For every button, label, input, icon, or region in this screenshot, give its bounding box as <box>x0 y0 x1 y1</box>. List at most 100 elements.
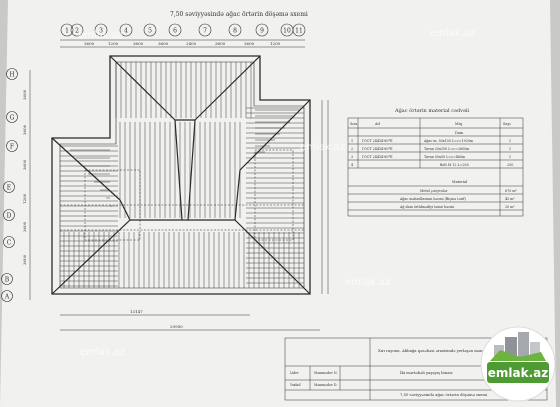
axis-label: 3 <box>99 28 103 35</box>
axis-label: B <box>5 277 10 284</box>
axis-marker-top: 5 <box>143 23 157 37</box>
axis-marker-top: 1 <box>60 23 74 37</box>
top-axis-markers: 1 2 3 4 5 6 7 8 9 10 11 <box>60 23 306 37</box>
top-dimension-lines <box>60 39 305 48</box>
axis-marker-left: A <box>1 290 13 302</box>
emlak-logo: emlak.az <box>480 326 556 402</box>
table-cell: Ağac m. 50x150 L=c=1920m <box>423 139 474 143</box>
axis-label: C <box>7 240 12 247</box>
building-icon <box>490 332 546 361</box>
axis-marker-left: D <box>3 209 15 221</box>
axis-marker-top: 7 <box>198 23 212 37</box>
table-cell: 2 <box>351 147 353 151</box>
table-header: Miq <box>455 122 463 126</box>
axis-label: 7 <box>203 28 207 35</box>
axis-label: D <box>7 213 12 220</box>
axis-marker-left: E <box>3 181 15 193</box>
table-cell: Bolt M 12 L=250 <box>440 163 469 167</box>
table-cell: ГОСТ 24454-80*Е <box>362 155 393 159</box>
axis-marker-top: 8 <box>228 23 242 37</box>
left-axis-markers: H G F E D C B A <box>1 68 18 302</box>
table-title: Ağac örtərin material cədvəli <box>394 107 470 114</box>
axis-marker-top: 3 <box>94 23 108 37</box>
table-cell: 1 <box>509 155 511 159</box>
table-cell: 250 <box>507 163 513 167</box>
axis-marker-left: C <box>3 236 15 248</box>
summary-value: 20 m³ <box>505 205 515 209</box>
axis-label: 8 <box>233 28 237 35</box>
axis-marker-top: 2 <box>70 23 84 37</box>
summary-label: Ağac məhsullarının həcmi (Biçmə tərif) <box>399 197 466 201</box>
dimension-value: 3600 <box>84 41 95 46</box>
drawing-title: 7,50 səviyyəsində ağac örtərin döşəmə sx… <box>170 11 308 18</box>
table-cell: Tavan 20x150 L=c=2600m <box>424 147 470 151</box>
axis-label: 5 <box>148 28 152 35</box>
logo-text: emlak.az <box>488 366 548 380</box>
left-dimension-values: 3600 3600 3600 1200 3600 3600 <box>22 70 31 300</box>
right-dimension-lines <box>321 100 329 294</box>
axis-marker-left: G <box>6 111 18 123</box>
table-header: Sayı <box>503 122 511 126</box>
dimension-value: 3600 <box>244 41 255 46</box>
axis-label: 6 <box>173 28 177 35</box>
axis-label: H <box>9 72 14 79</box>
watermark-text: emlak.az <box>430 28 475 39</box>
axis-marker-top: 9 <box>255 23 269 37</box>
axis-marker-left: B <box>1 273 13 285</box>
roof-framing-plan <box>51 55 311 295</box>
axis-label: A <box>4 294 10 301</box>
summary-value: 670 m² <box>505 189 517 193</box>
dimension-value: 1200 <box>22 193 27 204</box>
axis-marker-top: 4 <box>119 23 133 37</box>
table-cell: 1 <box>509 139 511 143</box>
sign-name: Məmmədov N. <box>314 371 337 375</box>
project-subtitle: İki mərtəbəli yaşayış binası <box>400 370 453 375</box>
axis-label: 10 <box>283 28 291 35</box>
table-header: Ad <box>374 122 381 126</box>
watermark-text: emlak.az <box>78 30 123 41</box>
material-label: Material <box>452 180 468 184</box>
axis-label: 4 <box>124 28 128 35</box>
table-section-label: Dam <box>455 131 464 135</box>
axis-label: 9 <box>260 28 264 35</box>
dimension-value: 13147 <box>130 309 143 314</box>
watermark-text: emlak.az <box>80 347 125 358</box>
sign-role: Lider <box>290 371 299 375</box>
dimension-value: 29950 <box>170 324 183 329</box>
summary-value: 45 m³ <box>505 197 515 201</box>
dimension-value: 3600 <box>22 89 27 100</box>
dimension-value: 1200 <box>270 41 281 46</box>
axis-label: 1 <box>65 28 69 35</box>
dimension-value: 2400 <box>186 41 197 46</box>
axis-marker-left: H <box>6 68 18 80</box>
dimension-value: 1200 <box>108 41 119 46</box>
table-cell: ГОСТ 24454-80*Е <box>362 139 393 143</box>
material-table: Ağac örtərin material cədvəli Sıra Ad Mi… <box>347 107 524 217</box>
axis-marker-top: 6 <box>168 23 182 37</box>
summary-label: Metal çərçivələr <box>420 189 448 193</box>
watermark-text: emlak.az <box>345 277 390 288</box>
dimension-value: 3600 <box>215 41 226 46</box>
table-header: Sıra <box>350 122 357 126</box>
table-cell: ГОСТ 24454-80*Е <box>362 147 393 151</box>
axis-marker-top: 11 <box>292 23 306 37</box>
axis-label: 11 <box>295 28 303 35</box>
dimension-value: 3600 <box>22 159 27 170</box>
dimension-value: 3600 <box>22 221 27 232</box>
table-cell: 4 <box>351 163 353 167</box>
dimension-value: 3600 <box>133 41 144 46</box>
bottom-dimensions: 13147 29950 <box>60 309 320 331</box>
top-dimension-values: 3600 1200 3600 3600 2400 3600 3600 1200 <box>84 41 281 46</box>
axis-label: G <box>10 115 15 122</box>
summary-label: Ağ dam örtülmədiyi təmir həcmi <box>399 205 454 209</box>
table-cell: 1 <box>509 147 511 151</box>
table-cell: Tavan 50x50 L=c=460m <box>424 155 466 159</box>
dimension-value: 3600 <box>158 41 169 46</box>
project-title: Xırı rayonu, Abbağa qəsəbəsi ərazisində … <box>378 348 518 353</box>
watermark-text: emlak.az <box>300 142 345 153</box>
hip-ridge-lines <box>51 55 311 295</box>
axis-label: F <box>10 144 14 151</box>
dimension-value: 3600 <box>22 124 27 135</box>
sign-name: Məmmədov D. <box>314 383 337 387</box>
